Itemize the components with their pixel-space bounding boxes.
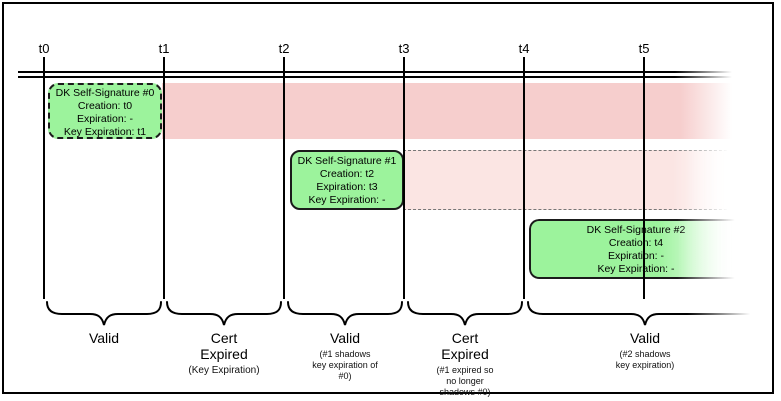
phase-note-line: key expiration of [312, 360, 378, 370]
phase-label: Cert Expired [200, 330, 248, 362]
sig2-title: DK Self-Signature #2 [586, 224, 686, 236]
phase-5-valid: Valid (#2 shadows key expiration) [555, 330, 735, 371]
sig0-expiration: Expiration: - [76, 113, 134, 125]
tick-line-t3 [403, 57, 405, 299]
tick-line-t1 [163, 57, 165, 299]
phase-1-valid: Valid [14, 330, 194, 346]
brace-phase-4 [407, 301, 523, 326]
brace-phase-5 [527, 301, 763, 326]
tick-label-t5: t5 [638, 41, 650, 56]
sig0-card: DK Self-Signature #0 Creation: t0 Expira… [48, 83, 162, 139]
tick-label-t4: t4 [518, 41, 530, 56]
tick-line-t4 [523, 57, 525, 299]
phase-note-line: (#1 shadows [319, 349, 371, 359]
sig1-card: DK Self-Signature #1 Creation: t2 Expira… [290, 150, 404, 210]
sig2-card: DK Self-Signature #2 Creation: t4 Expira… [529, 219, 741, 279]
timeline-axis-upper-line [18, 71, 732, 73]
phase-2-cert-expired: Cert Expired (Key Expiration) [134, 330, 314, 377]
brace-phase-2 [166, 301, 282, 326]
sig2-expiration: Expiration: - [607, 250, 665, 262]
phase-note-line: shadows #0) [439, 387, 491, 397]
brace-phase-1 [46, 301, 162, 326]
tick-line-t5 [643, 57, 645, 299]
phase-label: Cert Expired [441, 330, 489, 362]
phase-label: Valid [629, 330, 661, 346]
phase-4-cert-expired: Cert Expired (#1 expired so no longer sh… [375, 330, 555, 398]
phase-note-line: #0) [338, 371, 352, 381]
sig1-expiration: Expiration: t3 [316, 181, 378, 193]
phase-label: Valid [88, 330, 120, 346]
sig0-title: DK Self-Signature #0 [55, 87, 155, 99]
sig1-title: DK Self-Signature #1 [297, 155, 397, 167]
timeline-axis-lower-line [18, 76, 732, 78]
tick-label-t3: t3 [398, 41, 410, 56]
tick-label-t1: t1 [158, 41, 170, 56]
phase-note-line: key expiration) [615, 360, 675, 370]
tick-label-t2: t2 [278, 41, 290, 56]
sig1-creation: Creation: t2 [319, 168, 375, 180]
expired-band-sig0 [162, 83, 732, 139]
sig0-creation: Creation: t0 [77, 100, 133, 112]
phase-note-line: no longer [446, 376, 484, 386]
phase-3-valid: Valid (#1 shadows key expiration of #0) [255, 330, 435, 382]
phase-label: Valid [329, 330, 361, 346]
sig1-key-expiration: Key Expiration: - [308, 194, 386, 206]
diagram-border [2, 2, 774, 394]
phase-note-line: (#2 shadows [619, 349, 671, 359]
tick-label-t0: t0 [38, 41, 50, 56]
tick-line-t2 [283, 57, 285, 299]
sig2-key-expiration: Key Expiration: - [597, 263, 675, 275]
brace-phase-3 [287, 301, 403, 326]
sig2-creation: Creation: t4 [608, 237, 664, 249]
phase-note-line: (Key Expiration) [188, 365, 260, 376]
phase-note-line: (#1 expired so [436, 365, 494, 375]
shadowed-expired-band-sig1 [403, 150, 732, 210]
tick-line-t0 [43, 57, 45, 299]
sig0-key-expiration: Key Expiration: t1 [63, 126, 147, 138]
